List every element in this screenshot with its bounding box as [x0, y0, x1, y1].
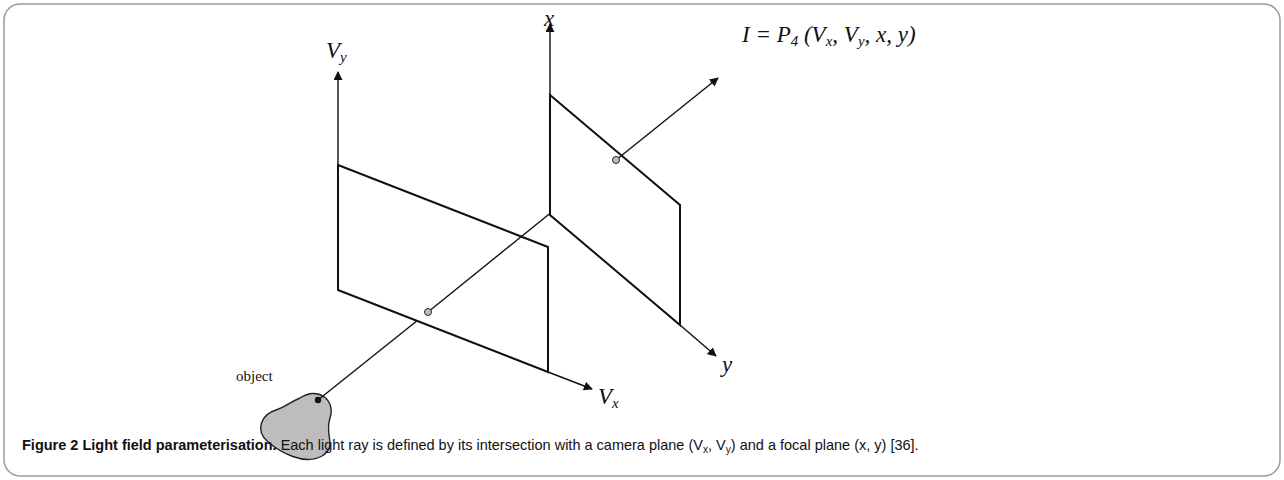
x-axis: [549, 24, 550, 95]
focal-plane: [550, 95, 680, 325]
figure-caption: Figure 2 Light field parameterisation. E…: [22, 437, 919, 455]
axis-label: Vx: [598, 384, 619, 412]
axis-label: Vy: [326, 38, 347, 66]
vx-axis: [548, 372, 592, 389]
axis-label: y: [722, 352, 732, 378]
object-label-node: object: [236, 368, 275, 385]
ray-intensity-formula: I = P4 (Vx, Vy, x, y): [742, 22, 916, 50]
y-axis: [680, 325, 716, 356]
camera-plane: [338, 165, 548, 372]
figure-border: [4, 4, 1280, 476]
axis-label: x: [544, 6, 554, 32]
vy-axis: [337, 72, 338, 165]
light-ray: [616, 78, 718, 160]
light-ray: [318, 312, 428, 400]
ray-intersection-dot: [613, 157, 620, 164]
object-point: [315, 397, 321, 403]
ray-intersection-dot: [425, 309, 432, 316]
object-label: object: [236, 368, 275, 385]
